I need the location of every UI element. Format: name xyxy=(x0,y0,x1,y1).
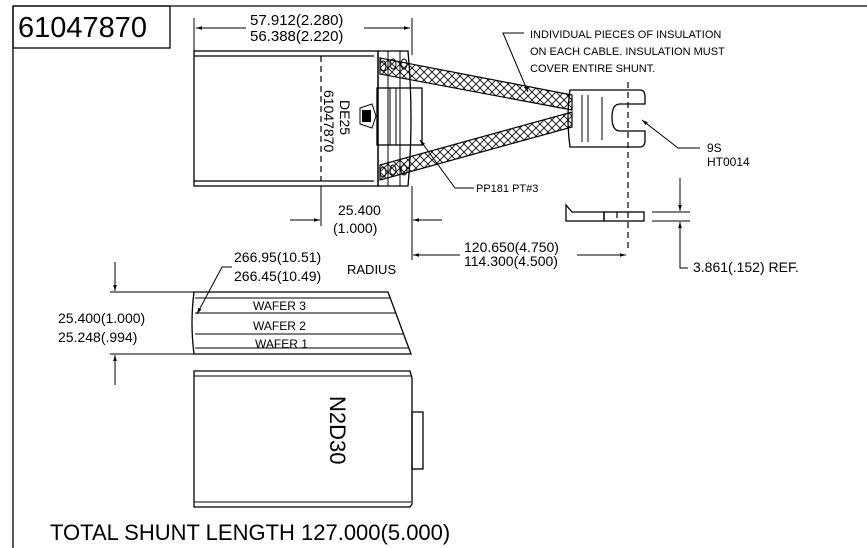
bottom-marking: N2D30 xyxy=(325,396,350,464)
terminal-top-view xyxy=(567,82,646,250)
overall-length-max: 57.912(2.280) xyxy=(250,12,343,29)
overall-length-min: 56.388(2.220) xyxy=(250,28,343,45)
width-dim-line1: 25.400 xyxy=(338,202,381,218)
brush-marking-grade: DE25 xyxy=(337,100,353,135)
radius-max: 266.95(10.51) xyxy=(234,249,321,265)
insulation-note-line1: INDIVIDUAL PIECES OF INSULATION xyxy=(530,29,721,41)
shunt-length-min: 114.300(4.500) xyxy=(464,253,558,269)
part-number-title: 61047870 xyxy=(18,12,147,44)
side-view-wafers xyxy=(110,262,412,385)
terminal-callout-line1: 9S xyxy=(707,141,722,155)
shunt-callout: PP181 PT#3 xyxy=(476,183,538,195)
terminal-thickness: 3.861(.152) REF. xyxy=(693,259,799,275)
drawing-frame xyxy=(12,5,867,548)
width-dimension xyxy=(290,186,626,260)
shunt-length-max: 120.650(4.750) xyxy=(464,239,559,255)
terminal-side-view xyxy=(565,178,690,269)
radius-min: 266.45(10.49) xyxy=(234,268,321,284)
width-dim-line2: (1.000) xyxy=(333,220,377,236)
brush-marking-part: 61047870 xyxy=(321,90,337,153)
wafer-2-label: WAFER 2 xyxy=(253,319,306,333)
total-shunt-length-note: TOTAL SHUNT LENGTH 127.000(5.000) xyxy=(50,520,450,545)
terminal-callout-line2: HT0014 xyxy=(707,155,750,169)
height-max: 25.400(1.000) xyxy=(58,310,145,326)
insulation-note-line3: COVER ENTIRE SHUNT. xyxy=(530,63,655,75)
wafer-3-label: WAFER 3 xyxy=(253,299,306,313)
wafer-1-label: WAFER 1 xyxy=(255,337,308,351)
bottom-view-brush xyxy=(193,370,424,508)
braided-shunt-cables xyxy=(379,57,573,181)
radius-label: RADIUS xyxy=(347,262,396,277)
height-min: 25.248(.994) xyxy=(58,329,137,345)
insulation-note-line2: ON EACH CABLE. INSULATION MUST xyxy=(530,46,725,58)
